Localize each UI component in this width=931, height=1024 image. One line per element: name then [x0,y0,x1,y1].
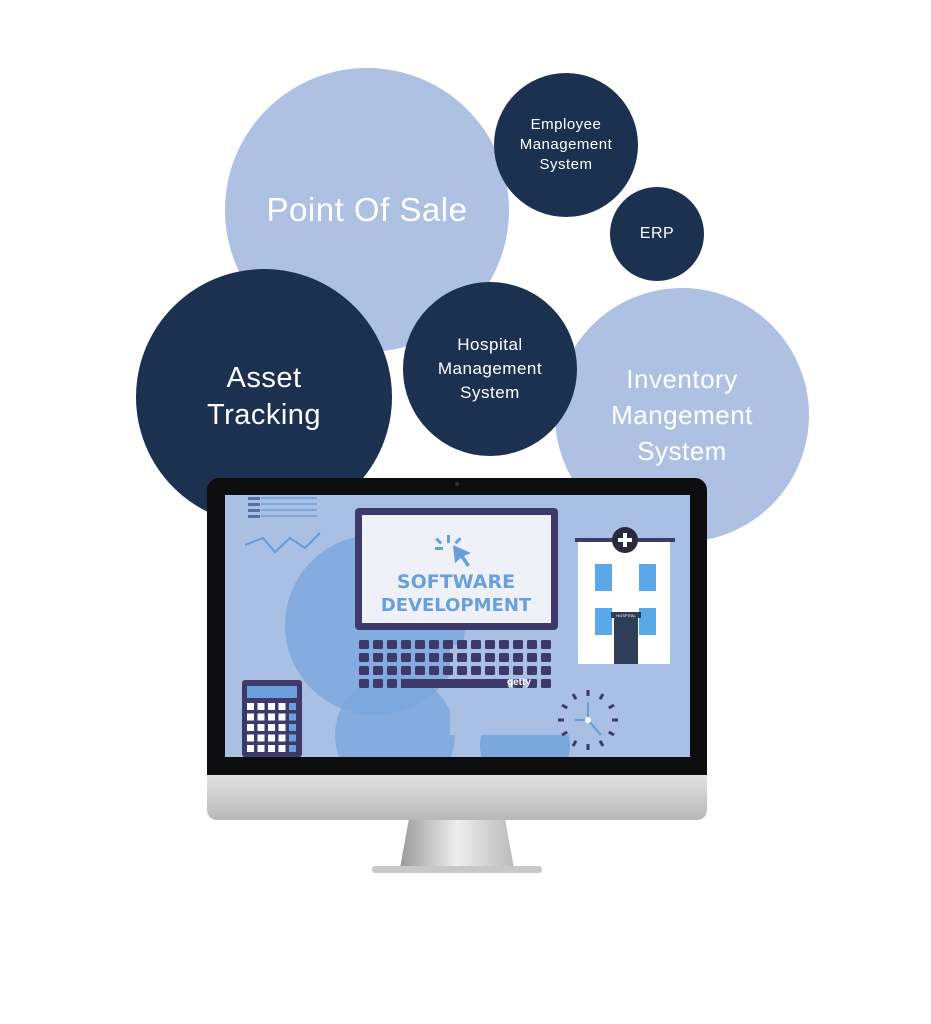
hospital-building-icon: HOSPITAL [575,527,675,664]
screen-title-line1: SOFTWARE [397,571,515,593]
monitor-chin [207,770,707,820]
monitor-stand-base [372,866,542,873]
screen-title-line2: DEVELOPMENT [381,595,532,616]
monitor-screen: SOFTWARE DEVELOPMENT getty HOSPITAL [225,495,690,757]
clock-icon [558,690,618,750]
bubble-label: Inventory Mangement System [611,364,753,466]
building-sign: HOSPITAL [616,613,636,618]
calculator-icon [242,680,302,757]
bubble-hospital: Hospital Management System [403,282,577,456]
line-chart-icon [244,532,321,554]
list-icon [248,497,260,518]
camera-icon [455,482,459,486]
bubble-asset-tracking: Asset Tracking [136,269,392,525]
bubble-label: Hospital Management System [437,335,543,402]
keyboard-icon [359,640,551,688]
bubble-label: Asset Tracking [206,362,322,431]
bubble-employee: Employee Management System [494,73,638,217]
bubble-label: Point Of Sale [266,191,468,228]
watermark: getty [507,677,531,688]
bubble-label: Employee Management System [519,116,613,173]
cursor-icon [435,535,471,567]
bubble-label: ERP [639,225,675,242]
monitor-stand [400,818,514,868]
bubble-erp: ERP [610,187,704,281]
